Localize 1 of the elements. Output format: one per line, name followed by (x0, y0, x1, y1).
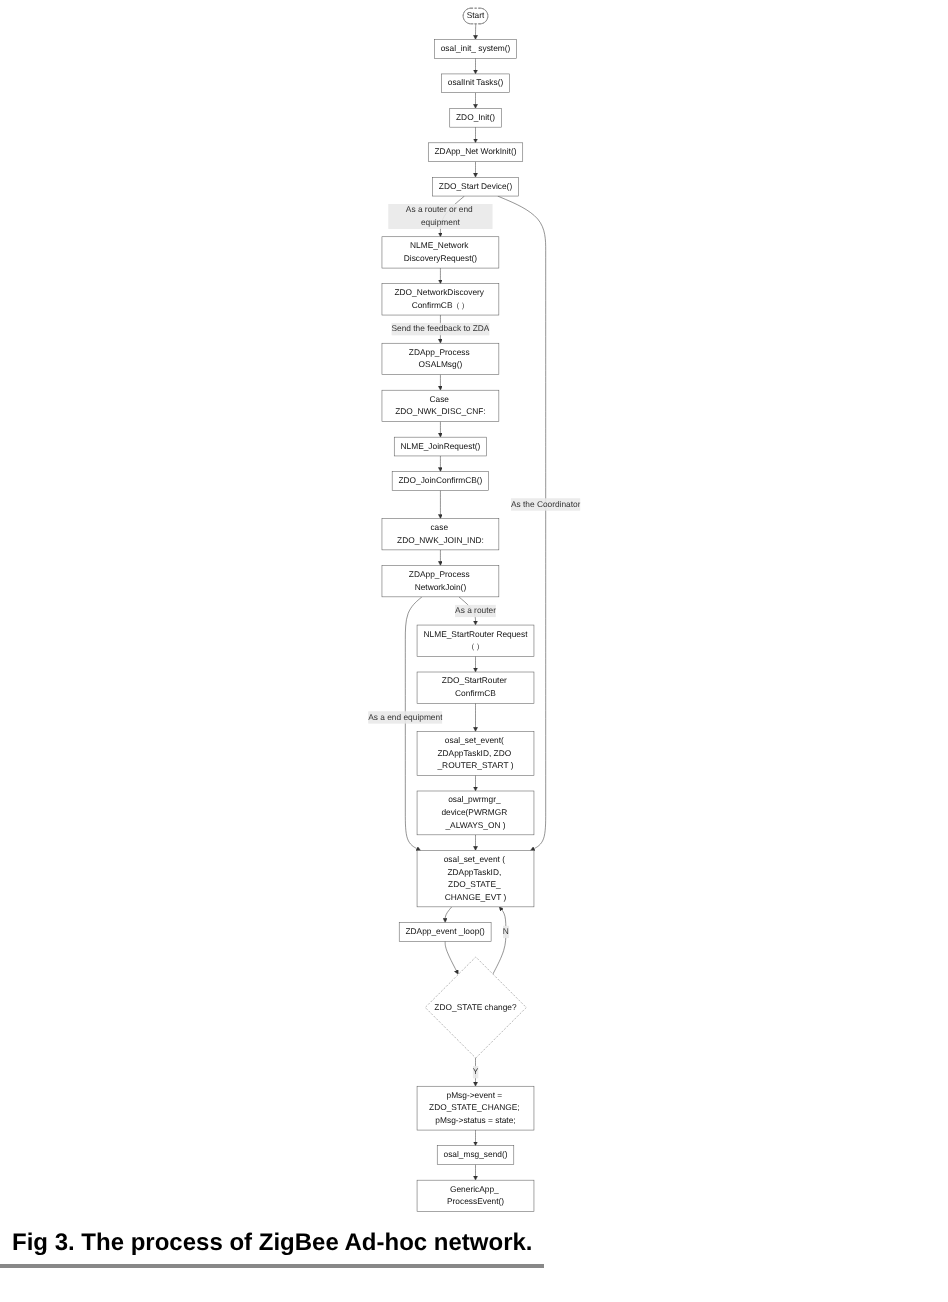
figure-caption: Fig 3. The process of ZigBee Ad-hoc network. (0, 1220, 545, 1268)
